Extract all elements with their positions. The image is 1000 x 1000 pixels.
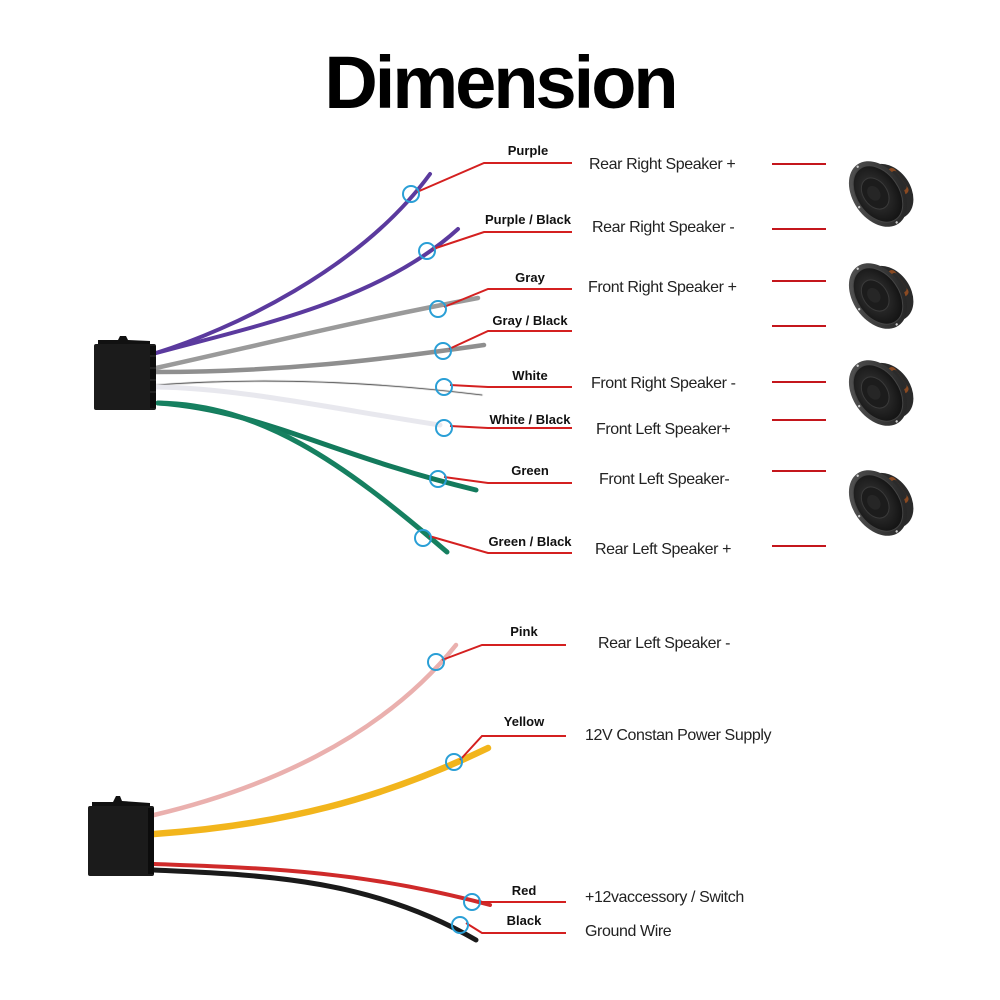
wire-function-label: Rear Left Speaker - [598,635,730,652]
top-connector-icon [94,336,156,410]
leader-line [449,384,572,388]
leader-line [441,644,566,661]
speakers [848,161,914,536]
wire-gray [153,295,481,371]
wire-color-label: Green [511,463,549,478]
wire-yellow [150,744,492,838]
wire-color-label: White / Black [490,412,572,427]
wire-white-black [153,384,443,428]
connection-marker-icon [451,916,469,934]
page-title: Dimension [324,41,678,124]
top-harness-wires [153,172,487,555]
wire-purple-black [154,227,460,355]
speaker-icon [848,263,914,329]
leader-line [443,288,572,308]
leader-line [449,425,572,429]
wire-function-label: Rear Right Speaker + [589,156,735,173]
connection-marker-icon [418,242,436,260]
leader-line [465,922,566,934]
leader-line [448,330,572,350]
wire-white-outline [155,380,483,396]
wire-gray-black [153,342,487,375]
connection-marker-icon [427,653,445,671]
connection-markers [402,185,481,934]
speaker-lines [772,163,826,547]
leader-lines [416,162,572,934]
wire-function-label: Rear Right Speaker - [592,219,734,236]
leader-line [416,162,572,193]
leader-line [428,535,572,554]
bottom-connector-icon [88,796,154,876]
speaker-icon [848,161,914,227]
wire-function-label: Ground Wire [585,923,672,940]
connection-marker-icon [463,893,481,911]
connection-marker-icon [429,300,447,318]
connection-marker-icon [429,470,447,488]
wire-color-label: Gray / Black [492,313,568,328]
wire-color-label: Pink [510,624,538,639]
wire-function-label: Rear Left Speaker + [595,541,731,558]
connection-marker-icon [434,342,452,360]
connection-marker-icon [445,753,463,771]
bottom-harness-wires [150,642,492,943]
wire-color-label: Black [507,913,542,928]
wire-green-black [155,400,450,555]
wire-function-label: +12vaccessory / Switch [585,889,744,906]
wire-black [151,867,479,943]
wire-color-label: Green / Black [488,534,572,549]
connection-marker-icon [435,419,453,437]
wire-function-label: 12V Constan Power Supply [585,727,771,744]
wire-function-label: Front Left Speaker- [599,471,729,488]
wire-purple [154,172,432,355]
connection-marker-icon [435,378,453,396]
wire-function-label: Front Left Speaker+ [596,421,730,438]
wire-color-label: White [512,368,547,383]
wire-color-label: Yellow [504,714,545,729]
wire-function-label: Front Right Speaker - [591,375,736,392]
leader-line [459,735,566,761]
wire-color-label: Red [512,883,537,898]
leader-line [432,231,572,250]
leader-line [443,476,572,484]
wire-color-label: Gray [515,270,545,285]
connection-marker-icon [402,185,420,203]
connection-marker-icon [414,529,432,547]
wire-function-label: Front Right Speaker + [588,279,737,296]
speaker-icon [848,470,914,536]
leader-line [477,899,566,903]
wire-color-label: Purple / Black [485,212,572,227]
wire-red [152,862,492,907]
wire-pink [151,642,459,818]
speaker-icon [848,360,914,426]
wire-color-label: Purple [508,143,548,158]
wire-green [155,400,479,493]
